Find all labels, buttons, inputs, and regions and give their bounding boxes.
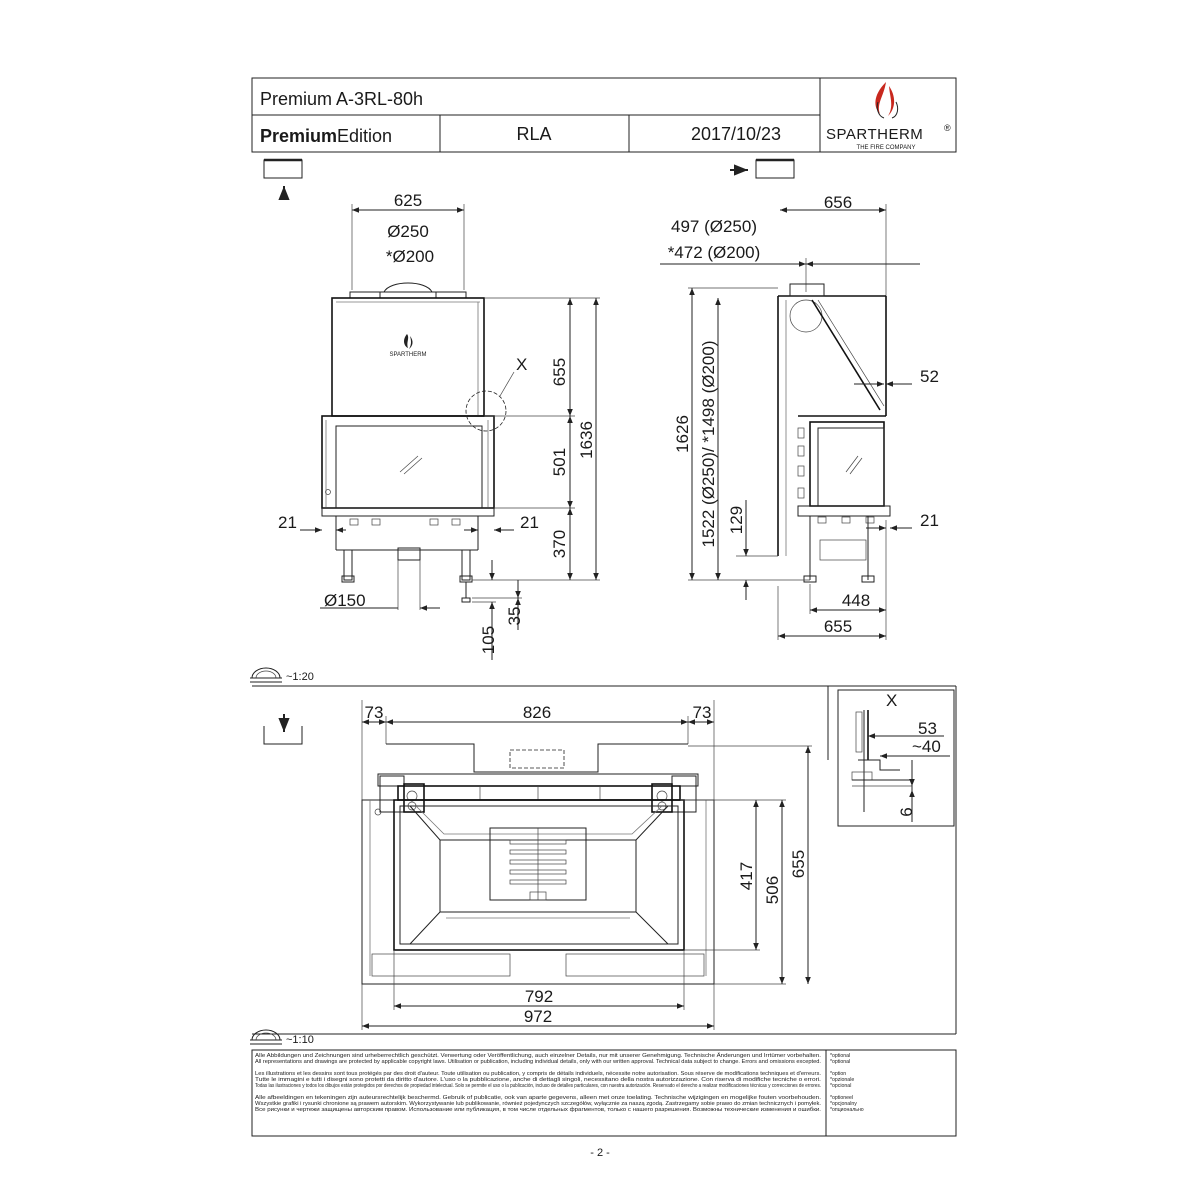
svg-text:SPARTHERM: SPARTHERM	[389, 352, 426, 358]
dim-side-655: 655	[824, 617, 852, 636]
dim-plan-right-73: 73	[693, 703, 712, 722]
dim-air-inlet: Ø150	[324, 591, 366, 610]
disclaimer-block: Alle Abbildungen und Zeichnungen sind ur…	[251, 1049, 957, 1137]
title-block: Premium A-3RL-80h PremiumEdition RLA 201…	[251, 77, 957, 153]
optional-en: *optional	[830, 1059, 850, 1065]
disclaimer-pl: Wszystkie grafiki i rysunki chronione są…	[255, 1101, 821, 1107]
flame-logo-icon	[875, 82, 899, 119]
dim-front-glass: 501	[550, 448, 569, 476]
dim-front-upper: 655	[550, 358, 569, 386]
dim-plan-972: 972	[524, 1007, 552, 1026]
dim-flue-offset-250: 497 (Ø250)	[671, 217, 757, 236]
dim-flue-250: Ø250	[387, 222, 429, 241]
brand-name: SPARTHERM	[826, 126, 923, 143]
dim-side-129: 129	[727, 506, 746, 534]
brand-tagline: THE FIRE COMPANY	[857, 145, 916, 151]
dim-front-width: 625	[394, 191, 422, 210]
dim-front-side-right: 21	[520, 513, 539, 532]
grate	[489, 827, 587, 901]
detail-x-view: X 53 ~40 6	[837, 689, 955, 827]
disclaimer-en: All representations and drawings are pro…	[255, 1059, 821, 1065]
scale-top: ~1:20	[286, 671, 314, 683]
dim-plan-792: 792	[525, 987, 553, 1006]
date-label: 2017/10/23	[691, 124, 781, 144]
front-logo: SPARTHERM	[389, 334, 427, 358]
dim-side-448: 448	[842, 591, 870, 610]
front-view-direction-icon	[263, 158, 303, 200]
side-view-direction-icon	[730, 158, 795, 179]
front-view: 625 Ø250 *Ø200 SPARTHERM X	[278, 191, 600, 660]
dim-front-total: 1636	[577, 421, 596, 459]
dim-front-side-left: 21	[278, 513, 297, 532]
optional-ru: *опционально	[830, 1107, 864, 1113]
dim-side-flue-height: 1522 (Ø250)/ *1498 (Ø200)	[699, 341, 718, 548]
page-number: - 2 -	[590, 1147, 610, 1159]
disclaimer-es: Todas las ilustraciones y todos los dibu…	[255, 1083, 821, 1089]
edition-label: PremiumEdition	[260, 126, 392, 146]
optional-pl: *opcjonalny	[830, 1101, 857, 1107]
optional-fr: *option	[830, 1071, 846, 1077]
plan-view-direction-icon	[263, 714, 303, 745]
model-name: Premium A-3RL-80h	[260, 89, 423, 109]
optional-it: *opzionale	[830, 1077, 854, 1083]
optional-de: *optional	[830, 1053, 850, 1059]
right-corner-post	[651, 775, 697, 813]
disclaimer-ru: Все рисунки и чертежи защищены авторским…	[255, 1107, 821, 1113]
dim-plan-506: 506	[763, 876, 782, 904]
left-corner-post	[379, 775, 425, 813]
dim-plan-left-73: 73	[365, 703, 384, 722]
variant-label: RLA	[516, 124, 551, 144]
scale-icon	[250, 667, 282, 683]
dim-plan-826: 826	[523, 703, 551, 722]
dim-side-total: 1626	[673, 415, 692, 453]
detail-dim-40: ~40	[912, 737, 941, 756]
optional-nl: *optioneel	[830, 1095, 853, 1101]
dim-plan-655: 655	[789, 850, 808, 878]
scale-icon-bottom	[250, 1029, 282, 1045]
dim-flue-offset-200: *472 (Ø200)	[668, 243, 761, 262]
scale-bottom: ~1:10	[286, 1034, 314, 1046]
disclaimer-nl: Alle afbeeldingen en tekeningen zijn aut…	[255, 1095, 821, 1101]
dim-side-depth: 656	[824, 193, 852, 212]
detail-x-label: X	[886, 691, 897, 710]
dim-plan-417: 417	[737, 862, 756, 890]
detail-dim-53: 53	[918, 719, 937, 738]
dim-front-base: 370	[550, 530, 569, 558]
dim-side-52: 52	[920, 367, 939, 386]
dim-foot-105: 105	[479, 626, 498, 654]
plan-view: 73 826 73	[361, 700, 812, 1030]
dim-flue-200: *Ø200	[386, 247, 434, 266]
disclaimer-it: Tutte le immagini e tutti i disegni sono…	[255, 1077, 821, 1083]
registered-mark: ®	[944, 123, 951, 133]
dim-side-21: 21	[920, 511, 939, 530]
disclaimer-de: Alle Abbildungen und Zeichnungen sind ur…	[255, 1052, 821, 1059]
disclaimer-fr: Les illustrations et les dessins sont to…	[255, 1071, 821, 1077]
detail-x-callout: X	[516, 355, 527, 374]
dim-foot-35: 35	[505, 607, 524, 626]
optional-es: *opcional	[830, 1083, 851, 1089]
side-view: 656 497 (Ø250) *472 (Ø200)	[660, 193, 939, 640]
detail-dim-6: 6	[897, 807, 916, 816]
